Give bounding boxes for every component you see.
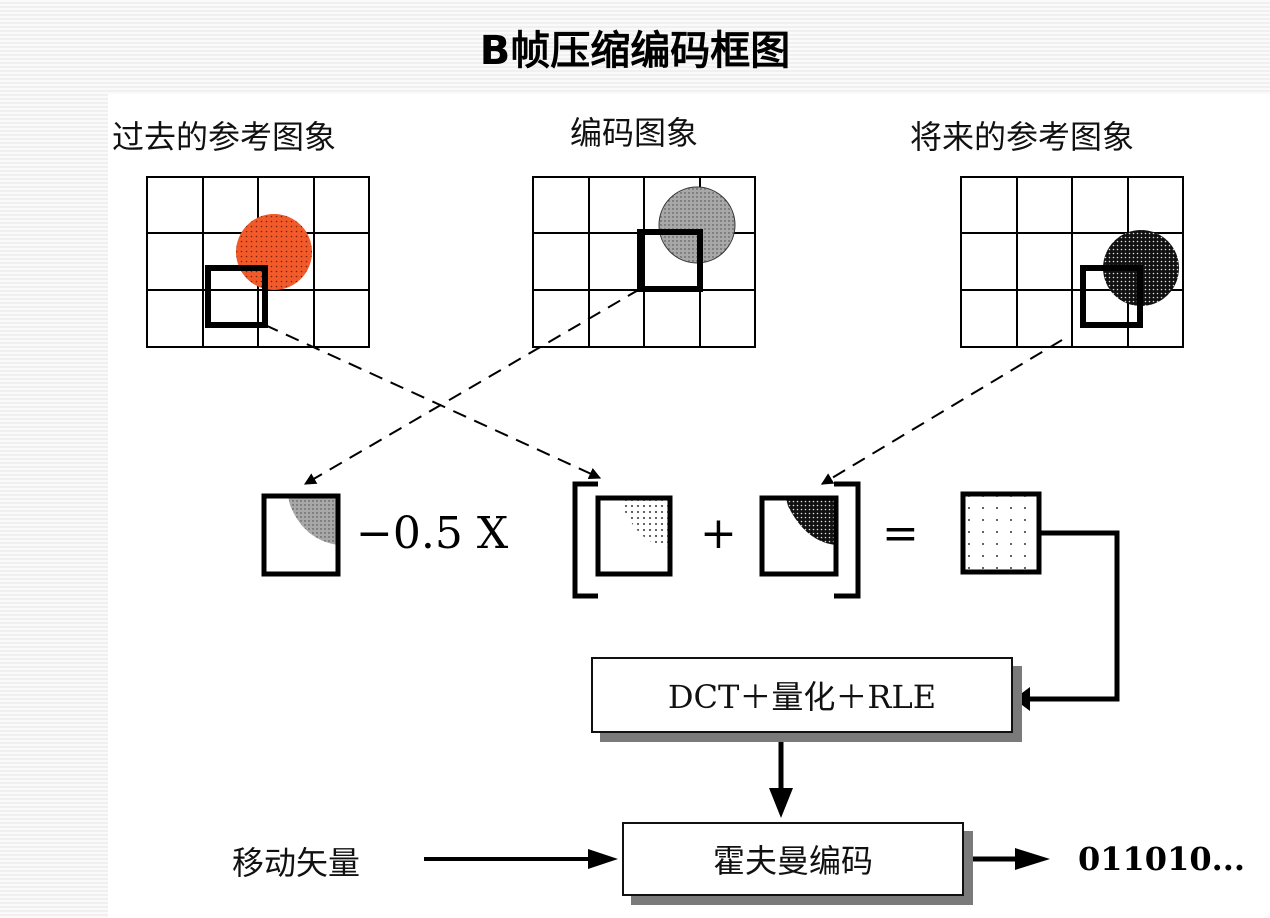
current-frame-grid — [532, 176, 756, 348]
future-to-bracket-dashed-arrow — [820, 339, 1063, 485]
motion-vector-label: 移动矢量 — [232, 844, 361, 882]
past-frame-grid — [146, 176, 370, 348]
plus-sign: + — [700, 508, 737, 559]
future-frame-label: 将来的参考图象 — [910, 118, 1135, 156]
right-bracket — [834, 481, 861, 599]
residual-to-transform-arrow — [1030, 530, 1120, 702]
past-match-block — [205, 265, 268, 328]
future-match-block — [1080, 265, 1143, 328]
equals-sign: = — [882, 508, 919, 559]
past-to-bracket-dashed-arrow — [264, 324, 602, 479]
transform-quantize-rle-box: DCT＋量化＋RLE — [591, 657, 1013, 733]
minus-half-term: −0.5 X — [356, 508, 509, 559]
current-frame-label: 编码图象 — [570, 114, 699, 152]
residual-block — [960, 491, 1042, 575]
past-object-circle — [236, 214, 312, 290]
output-bitstream: 011010... — [1078, 840, 1246, 878]
past-block-sample — [595, 495, 673, 577]
left-bracket — [572, 481, 598, 599]
current-block — [637, 229, 703, 292]
current-to-left-block-dashed-arrow — [303, 288, 641, 485]
huffman-coding-box: 霍夫曼编码 — [622, 822, 964, 896]
past-frame-label: 过去的参考图象 — [112, 118, 337, 156]
page-title: B帧压缩编码框图 — [479, 28, 791, 74]
current-block-sample — [261, 493, 341, 577]
future-frame-grid — [960, 176, 1184, 348]
future-block-sample — [759, 495, 839, 577]
